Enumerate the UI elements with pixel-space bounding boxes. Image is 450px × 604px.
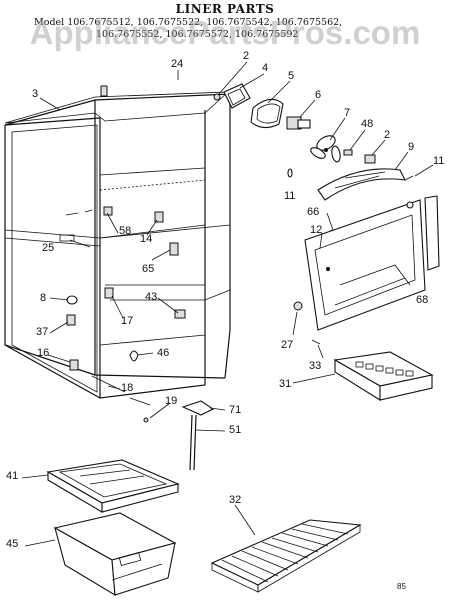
part-number-66: 66: [307, 206, 320, 218]
part-number-48: 48: [361, 118, 374, 130]
model-numbers-line-1: Model 106.7675512, 106.7675522, 106.7675…: [34, 17, 343, 28]
part-number-31: 31: [279, 378, 292, 390]
part-number-16: 16: [37, 347, 50, 359]
part-number-43: 43: [145, 291, 158, 303]
part-number-33: 33: [309, 360, 322, 372]
duct-and-fan-parts: [213, 83, 414, 237]
part-number-3: 3: [32, 88, 39, 100]
bracket-and-rod: [143, 400, 215, 471]
part-number-7: 7: [344, 107, 351, 119]
part-number-8: 8: [40, 292, 47, 304]
part-number-27: 27: [281, 339, 294, 351]
part-number-17: 17: [121, 315, 134, 327]
part-number-5: 5: [288, 70, 295, 82]
part-number-71: 71: [229, 404, 242, 416]
part-number-12: 12: [310, 224, 323, 236]
model-numbers-line-2: 106.7675552, 106.7675572, 106.7675592: [96, 29, 299, 40]
part-number-46: 46: [157, 347, 170, 359]
part-number-2-clip: 2: [384, 129, 391, 141]
ice-cube-tray: [333, 351, 434, 401]
part-number-68: 68: [416, 294, 429, 306]
divider-panel: [304, 199, 426, 331]
side-strip: [424, 195, 440, 271]
part-number-25: 25: [42, 242, 55, 254]
wire-shelf: [210, 519, 362, 593]
part-number-11-right: 11: [433, 155, 445, 167]
diagram-title: LINER PARTS: [175, 2, 275, 16]
part-number-14: 14: [140, 233, 153, 245]
crisper-pan: [53, 512, 177, 597]
part-number-19: 19: [165, 395, 178, 407]
leader-lines: [21, 61, 434, 547]
part-number-18: 18: [121, 382, 134, 394]
part-number-41: 41: [6, 470, 19, 482]
small-fasteners: [293, 301, 321, 345]
part-number-2-duct: 2: [243, 50, 250, 62]
part-number-4: 4: [262, 62, 269, 74]
part-number-11-left: 11: [284, 190, 296, 202]
crisper-cover: [46, 459, 180, 513]
freezer-liner: [4, 85, 231, 406]
part-number-9: 9: [408, 141, 415, 153]
part-number-37: 37: [36, 326, 49, 338]
part-number-6: 6: [315, 89, 322, 101]
part-number-24: 24: [171, 58, 184, 70]
page-code: 85: [397, 582, 406, 591]
part-number-51: 51: [229, 424, 242, 436]
part-number-45: 45: [6, 538, 19, 550]
part-number-58: 58: [119, 225, 132, 237]
part-number-65: 65: [142, 263, 155, 275]
part-number-32: 32: [229, 494, 242, 506]
